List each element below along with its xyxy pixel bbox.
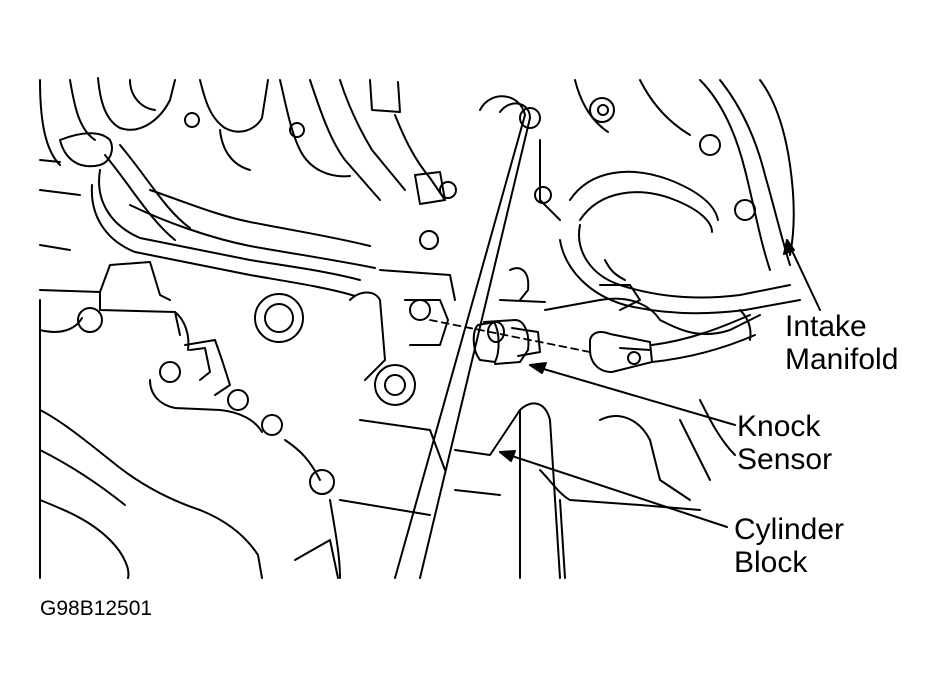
intake-manifold-label-line-2: Manifold xyxy=(785,343,899,376)
sensor-alignment-line xyxy=(429,319,591,353)
knock-sensor-drawing xyxy=(472,309,756,373)
knock-sensor-arrowhead xyxy=(529,362,547,374)
cylinder-block-arrowhead xyxy=(499,450,516,462)
callout-arrows xyxy=(499,239,821,528)
intake-manifold-label-line-1: Intake xyxy=(785,310,867,343)
left-engine-block xyxy=(39,261,341,579)
upper-left-hoses xyxy=(39,77,457,297)
center-block xyxy=(339,95,701,579)
knock-sensor-label-line-2: Sensor xyxy=(737,443,833,476)
intake-manifold-drawing xyxy=(534,79,801,481)
cylinder-block-leader xyxy=(499,451,728,528)
knock-sensor-label-line-1: Knock xyxy=(737,410,821,443)
knock-sensor-label: Knock Sensor xyxy=(737,410,832,476)
intake-manifold-arrowhead xyxy=(783,239,795,255)
cylinder-block-label-line-1: Cylinder xyxy=(734,513,845,546)
figure-code: G98B12501 xyxy=(40,597,153,620)
cylinder-block-label-line-2: Block xyxy=(734,546,808,579)
intake-manifold-label: Intake Manifold xyxy=(785,310,898,376)
knock-sensor-leader xyxy=(529,364,736,426)
cylinder-block-label: Cylinder Block xyxy=(734,513,844,579)
